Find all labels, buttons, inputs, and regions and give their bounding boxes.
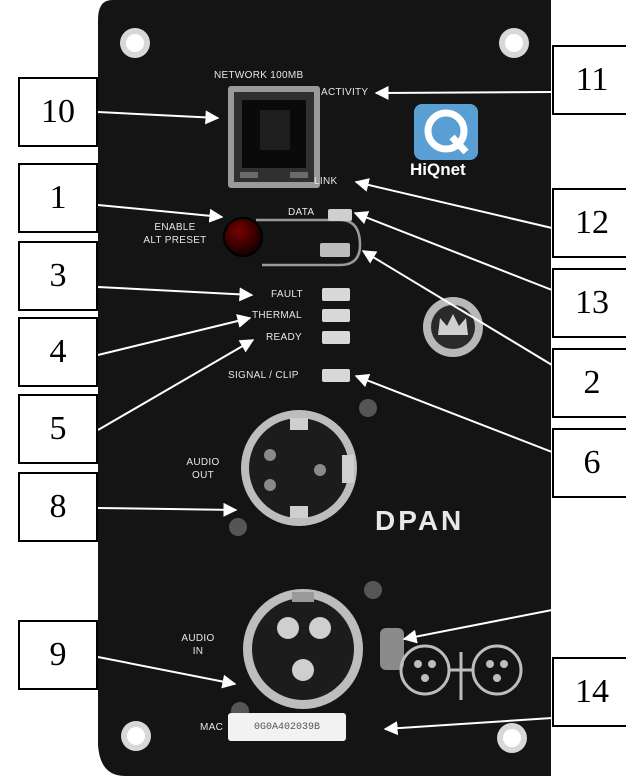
enable-alt-preset-line1: ENABLE: [154, 222, 196, 233]
activity-label: ACTIVITY: [321, 87, 369, 98]
callout-2: 2: [552, 348, 626, 418]
thermal-led: [322, 309, 350, 322]
thermal-label: THERMAL: [252, 310, 302, 321]
mounting-holes: [120, 28, 529, 753]
callout-14: 14: [552, 657, 626, 727]
signal-clip-label: SIGNAL / CLIP: [228, 370, 299, 381]
audio-in-connector: [231, 581, 382, 720]
arrow-10: [97, 110, 220, 125]
audio-out-line2: OUT: [191, 470, 214, 481]
fault-led: [322, 288, 350, 301]
crown-logo-badge: [423, 297, 483, 357]
data-led: [328, 209, 352, 221]
audio-in-line1: AUDIO: [181, 633, 215, 644]
enable-alt-preset-line2: ALT PRESET: [143, 235, 207, 246]
ready-led: [322, 331, 350, 344]
ethernet-port: [228, 86, 320, 188]
arrow-11: [374, 85, 553, 100]
callout-4: 4: [18, 317, 98, 387]
callout-11: 11: [552, 45, 626, 115]
link-label: LINK: [314, 176, 338, 187]
preset-led: [320, 243, 350, 257]
arrow-8: [97, 502, 238, 517]
callout-6: 6: [552, 428, 626, 498]
callout-3: 3: [18, 241, 98, 311]
fault-label: FAULT: [271, 289, 303, 300]
mac-address-plate: 0G0A402039B: [228, 713, 346, 741]
amplifier-panel: [98, 0, 551, 776]
arrow-latch: [402, 609, 553, 644]
audio-out-line1: AUDIO: [186, 457, 220, 468]
audio-in-line2: IN: [192, 646, 204, 657]
mac-label: MAC: [200, 722, 224, 733]
arrow-12: [354, 178, 553, 229]
ready-label: READY: [266, 332, 302, 343]
arrow-9: [97, 656, 237, 689]
callout-13: 13: [552, 268, 626, 338]
callout-12: 12: [552, 188, 626, 258]
callout-5: 5: [18, 394, 98, 464]
callout-1: 1: [18, 163, 98, 233]
arrow-4: [97, 314, 252, 356]
arrow-5: [97, 339, 255, 431]
hiqnet-logo-text: HiQnet: [410, 160, 466, 179]
xlr-pinout-diagram: [380, 628, 523, 700]
arrow-6: [354, 374, 553, 453]
audio-out-connector: [229, 399, 377, 536]
arrow-13: [353, 211, 553, 291]
network-label: NETWORK 100MB: [214, 70, 304, 81]
arrow-3: [97, 286, 254, 302]
enable-alt-preset-button: [223, 217, 263, 257]
arrow-2: [361, 250, 553, 366]
data-label: DATA: [288, 207, 315, 218]
callout-arrows: [97, 85, 553, 736]
signal-clip-led: [322, 369, 350, 382]
arrow-14: [383, 717, 553, 736]
arrow-1: [97, 204, 224, 223]
hiqnet-logo: [414, 104, 478, 160]
callout-10: 10: [18, 77, 98, 147]
dpan-logo-text: DPAN: [375, 505, 465, 536]
callout-9: 9: [18, 620, 98, 690]
callout-8: 8: [18, 472, 98, 542]
